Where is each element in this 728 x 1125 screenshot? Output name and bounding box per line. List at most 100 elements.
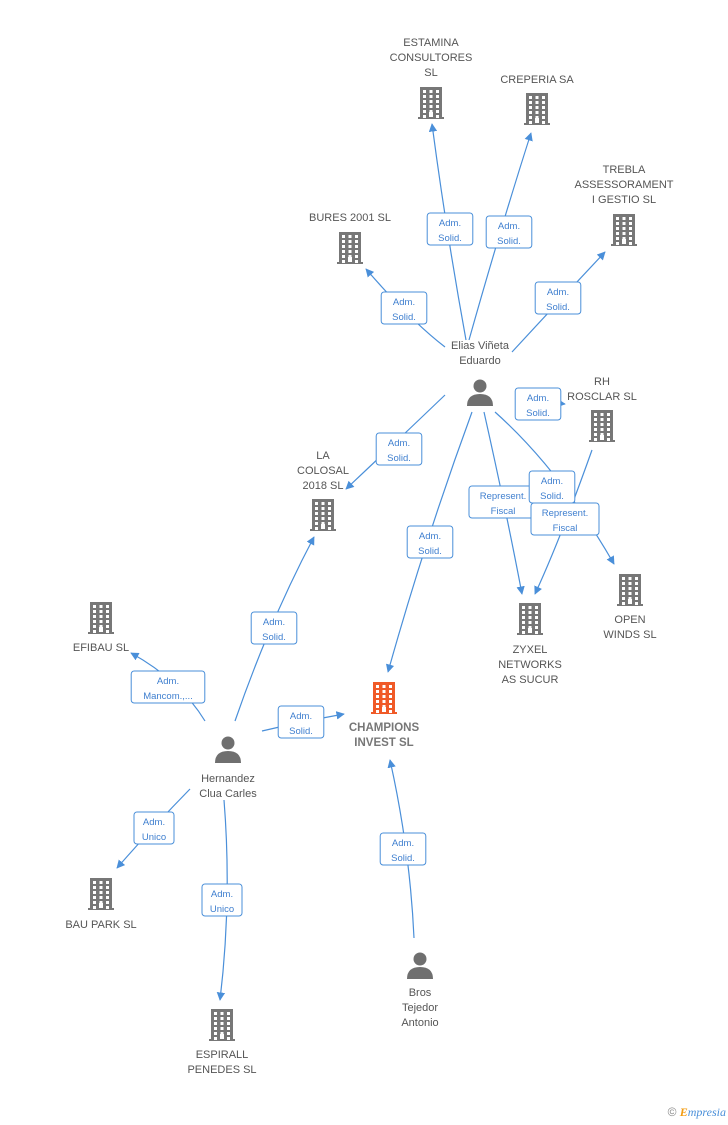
building-icon[interactable] [589,410,615,442]
company-node-zyxel[interactable]: ZYXEL NETWORKS AS SUCUR [498,603,562,686]
building-icon[interactable] [209,1009,235,1041]
edge-label-box[interactable] [375,432,423,466]
company-node-champions[interactable]: CHAMPIONS INVEST SL [349,682,420,749]
company-name[interactable]: CONSULTORES [390,52,473,64]
company-node-bau_park[interactable]: BAU PARK SL [65,878,137,931]
company-name[interactable]: WINDS SL [603,629,656,641]
building-window [429,105,433,108]
company-name[interactable]: TREBLA [603,164,646,176]
building-icon[interactable] [517,603,543,635]
company-name[interactable]: ZYXEL [513,644,548,656]
company-node-la_colosal[interactable]: LA COLOSAL 2018 SL [297,450,349,531]
edge-label-box[interactable] [379,832,427,866]
person-name[interactable]: Eduardo [459,355,501,367]
company-name[interactable]: ESPIRALL [196,1049,249,1061]
company-name[interactable]: INVEST SL [354,737,413,749]
building-icon[interactable] [418,87,444,119]
company-node-bures[interactable]: BURES 2001 SL [309,212,391,264]
edge-label-box[interactable] [426,212,474,246]
company-name[interactable]: SL [424,67,437,79]
edge-label-hernandez-to-espirall[interactable]: Adm.Unico [201,883,243,917]
building-icon[interactable] [88,878,114,910]
company-name[interactable]: I GESTIO SL [592,194,656,206]
building-window [342,255,345,258]
company-name[interactable]: RH [594,376,610,388]
company-name[interactable]: COLOSAL [297,465,349,477]
company-name[interactable]: BURES 2001 SL [309,212,391,224]
person-icon[interactable] [407,952,433,980]
edge-label-elias-to-la_colosal[interactable]: Adm.Solid. [375,432,423,466]
person-icon[interactable] [467,379,493,407]
edge-label-elias-to-trebla[interactable]: Adm.Solid. [534,281,582,315]
edge-label-box[interactable] [130,670,206,704]
edge-label-box[interactable] [514,387,562,421]
person-name[interactable]: Elias Viñeta [451,340,510,352]
building-icon[interactable] [337,232,363,264]
company-name[interactable]: LA [316,450,330,462]
company-node-efibau[interactable]: EFIBAU SL [73,602,129,654]
company-name[interactable]: ASSESSORAMENT [574,179,673,191]
edge-label-box[interactable] [277,705,325,739]
edge-label-box[interactable] [380,291,428,325]
person-name[interactable]: Antonio [401,1017,438,1029]
edge-label-elias-to-champions[interactable]: Adm.Solid. [406,525,454,559]
building-icon[interactable] [617,574,643,606]
building-icon[interactable] [88,602,114,634]
company-node-estamina[interactable]: ESTAMINA CONSULTORES SL [390,37,473,119]
person-name[interactable]: Tejedor [402,1002,438,1014]
edge-label-elias-to-bures[interactable]: Adm.Solid. [380,291,428,325]
company-name[interactable]: ROSCLAR SL [567,391,637,403]
edge-label-box[interactable] [406,525,454,559]
building-door [528,628,532,633]
brand-logo-initial[interactable]: E [679,1105,688,1119]
company-node-open_winds[interactable]: OPEN WINDS SL [603,574,657,641]
building-window [522,621,525,624]
main-building-icon[interactable] [371,682,397,714]
company-name[interactable]: 2018 SL [303,480,344,492]
person-name[interactable]: Clua Carles [199,788,257,800]
edge-label-elias-to-rh_rosclar[interactable]: Adm.Solid. [514,387,562,421]
building-window [423,110,426,113]
edge-label-box[interactable] [250,611,298,645]
edge-label-rh_rosclar-to-zyxel[interactable]: Represent.Fiscal [530,502,600,536]
company-node-trebla[interactable]: TREBLA ASSESSORAMENT I GESTIO SL [574,164,674,246]
company-name[interactable]: OPEN [614,614,645,626]
person-name[interactable]: Bros [409,987,432,999]
company-name[interactable]: ESTAMINA [403,37,459,49]
edge-label-elias-to-zyxel[interactable]: Represent.Fiscal [468,485,538,519]
edge-label-box[interactable] [485,215,533,249]
edge-label-box[interactable] [534,281,582,315]
company-name[interactable]: EFIBAU SL [73,642,129,654]
company-node-creperia[interactable]: CREPERIA SA [500,74,574,125]
brand-logo-text[interactable]: mpresia [687,1105,726,1119]
building-icon[interactable] [310,499,336,531]
edge-label-elias-to-creperia[interactable]: Adm.Solid. [485,215,533,249]
building-icon[interactable] [524,93,550,125]
edge-label-bros-to-champions[interactable]: Adm.Solid. [379,832,427,866]
company-node-rh_rosclar[interactable]: RH ROSCLAR SL [567,376,637,442]
company-name[interactable]: NETWORKS [498,659,562,671]
edge-label-elias-to-open_winds[interactable]: Adm.Solid. [528,470,576,504]
edge-label-hernandez-to-efibau[interactable]: Adm.Mancom.,... [130,670,206,704]
company-node-espirall[interactable]: ESPIRALL PENEDES SL [187,1009,257,1076]
company-name[interactable]: CREPERIA SA [500,74,574,86]
building-window [321,517,325,520]
edge-label-elias-to-estamina[interactable]: Adm.Solid. [426,212,474,246]
company-name[interactable]: CHAMPIONS [349,722,420,734]
edge-label-box[interactable] [201,883,243,917]
edge-label-hernandez-to-champions[interactable]: Adm.Solid. [277,705,325,739]
edge-label-hernandez-to-bau_park[interactable]: Adm.Unico [133,811,175,845]
company-name[interactable]: BAU PARK SL [65,919,136,931]
company-name[interactable]: PENEDES SL [187,1064,256,1076]
edge-label-text: Adm. [388,438,410,449]
person-name[interactable]: Hernandez [201,773,255,785]
edge-label-hernandez-to-la_colosal[interactable]: Adm.Solid. [250,611,298,645]
company-name[interactable]: AS SUCUR [502,674,559,686]
edge-label-box[interactable] [133,811,175,845]
edge-label-box[interactable] [530,502,600,536]
building-icon[interactable] [611,214,637,246]
person-icon[interactable] [215,736,241,764]
